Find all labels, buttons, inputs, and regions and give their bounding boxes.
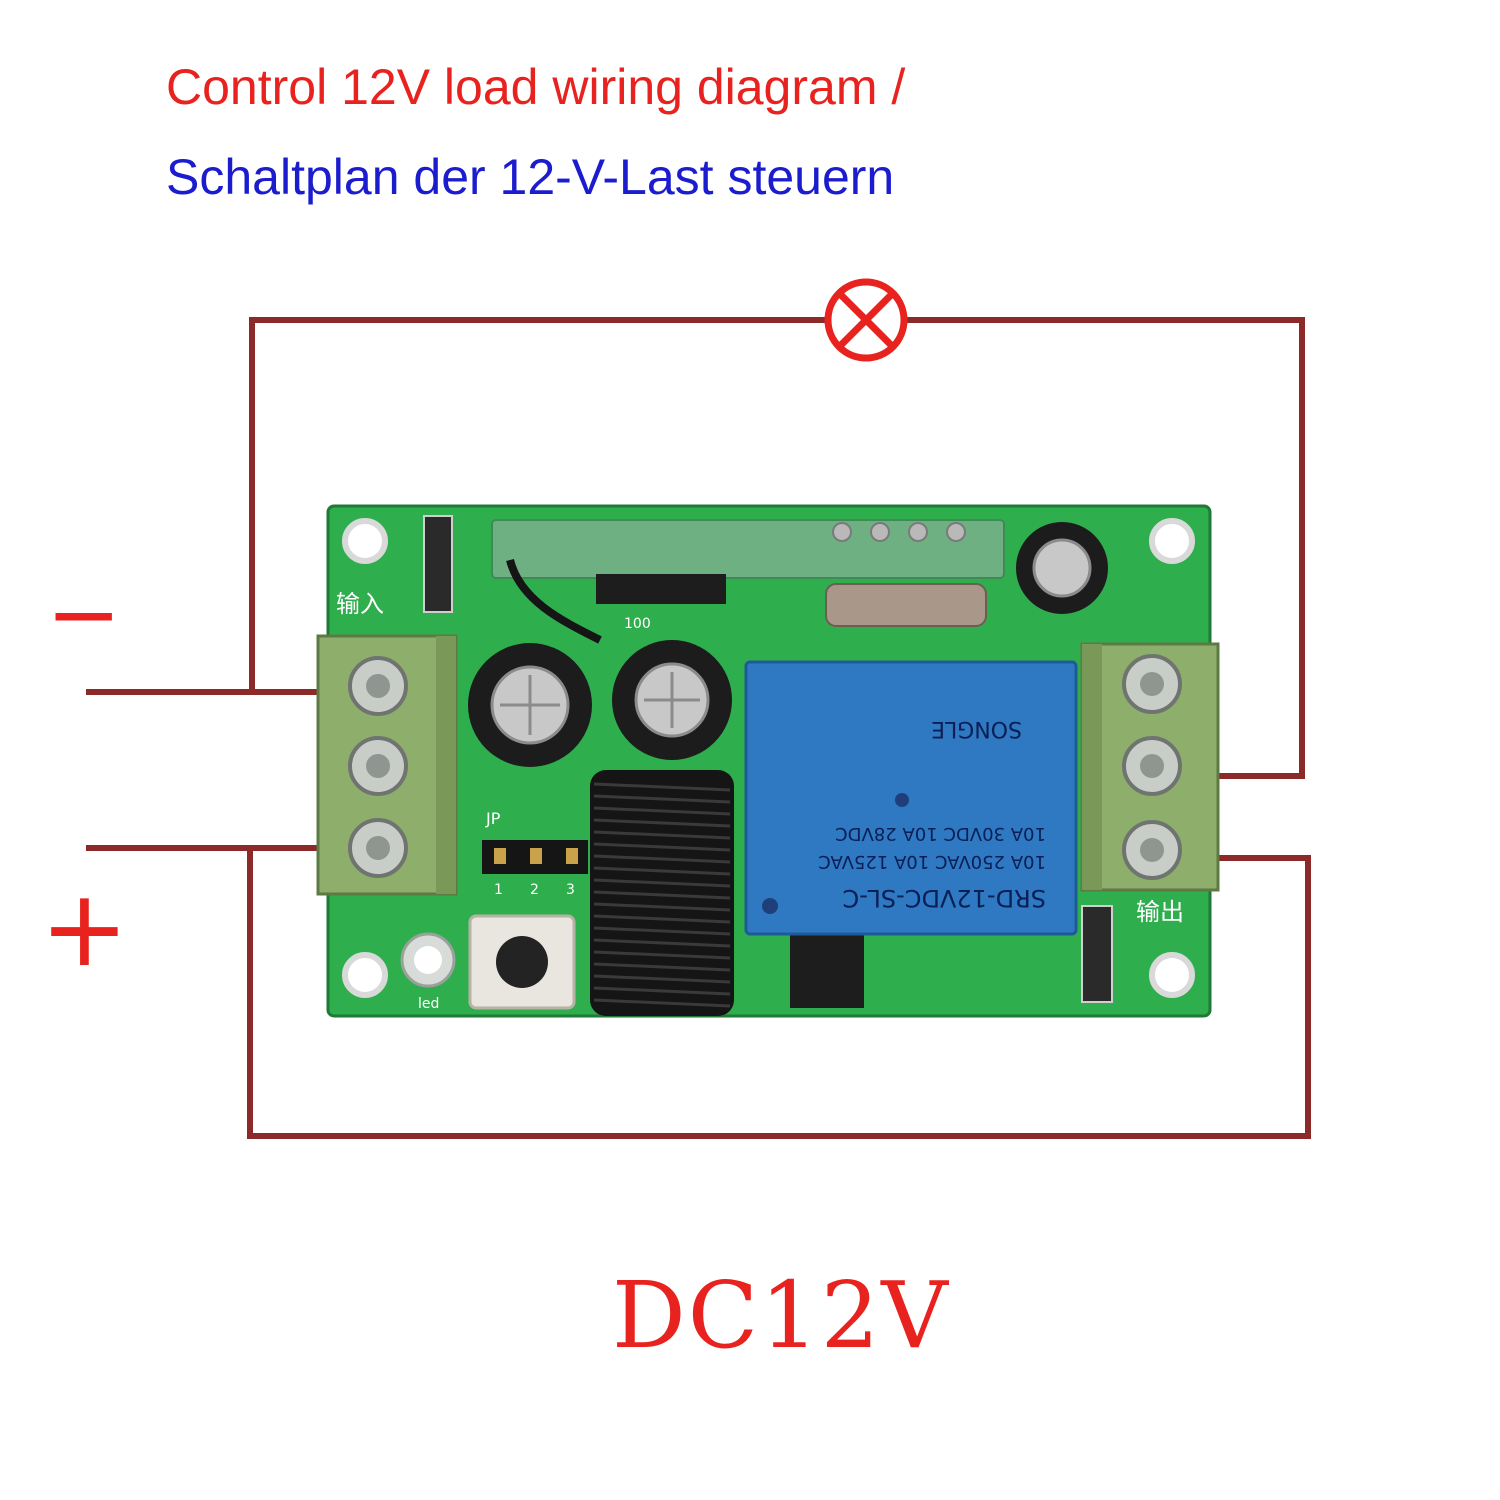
capacitor-large-2 (612, 640, 732, 760)
coil-turn (593, 842, 731, 852)
output-label: 输出 (1136, 898, 1184, 926)
relay-model: SRD-12VDC-SL-C (842, 884, 1046, 912)
jumper-pin-3: 3 (566, 882, 575, 898)
coil-turn (593, 878, 731, 888)
led-icon (400, 932, 456, 988)
coil-turn (593, 830, 731, 840)
led-label: led (418, 996, 439, 1012)
jumper-pin-1: 1 (494, 882, 503, 898)
coil-turn (593, 998, 731, 1008)
relay: SRD-12VDC-SL-C 10A 250VAC 10A 125VAC 10A… (744, 660, 1078, 936)
crystal (825, 583, 987, 627)
jumper-label: JP (485, 809, 501, 828)
coil-turn (593, 902, 731, 912)
ic-top (596, 574, 726, 604)
terminal-block-output (1080, 642, 1220, 892)
diode-bottom-right (1081, 905, 1113, 1003)
coil-turn (593, 914, 731, 924)
title-german: Schaltplan der 12-V-Last steuern (166, 149, 895, 205)
coil-turn (593, 806, 731, 816)
lamp-load-icon (824, 278, 908, 362)
wires (86, 317, 1311, 1139)
coil-turn (593, 866, 731, 876)
capacitor-small (1016, 522, 1108, 614)
relay-rating-1: 10A 250VAC 10A 125VAC (818, 851, 1046, 872)
relay-brand: SONGLE (931, 716, 1022, 741)
input-label: 输入 (336, 590, 384, 618)
antenna-coil (506, 558, 734, 1016)
terminal-block-input (316, 634, 458, 896)
coil-turn (593, 974, 731, 984)
jumper-pin-2: 2 (530, 882, 539, 898)
coil-turn (593, 890, 731, 900)
coil-turn (593, 782, 731, 792)
rf-module-pins (832, 522, 966, 542)
coil-turn (593, 938, 731, 948)
input-screws (348, 656, 408, 878)
ic-bottom (790, 932, 864, 1008)
coil-turn (593, 794, 731, 804)
cap-label: 100 (624, 616, 651, 632)
title-english: Control 12V load wiring diagram / (166, 59, 906, 115)
push-button-icon (468, 914, 576, 1010)
coil-turn (593, 986, 731, 996)
mounting-holes (342, 518, 1195, 998)
coil-turn (593, 950, 731, 960)
jumper-header (482, 840, 588, 874)
coil-turn (593, 854, 731, 864)
coil-turn (593, 962, 731, 972)
supply-voltage-label: DC12V (612, 1262, 950, 1369)
wire-top-right (906, 317, 1305, 779)
diode-top-left (423, 515, 453, 613)
relay-rating-2: 10A 30VDC 10A 28VDC (835, 823, 1046, 844)
negative-sign: − (46, 562, 122, 667)
capacitor-large-1 (468, 643, 592, 767)
coil-turn (593, 818, 731, 828)
receiver-board: SRD-12VDC-SL-C 10A 250VAC 10A 125VAC 10A… (316, 504, 1220, 1018)
coil-turn (593, 926, 731, 936)
output-screws (1122, 654, 1182, 880)
positive-sign: + (40, 867, 129, 990)
